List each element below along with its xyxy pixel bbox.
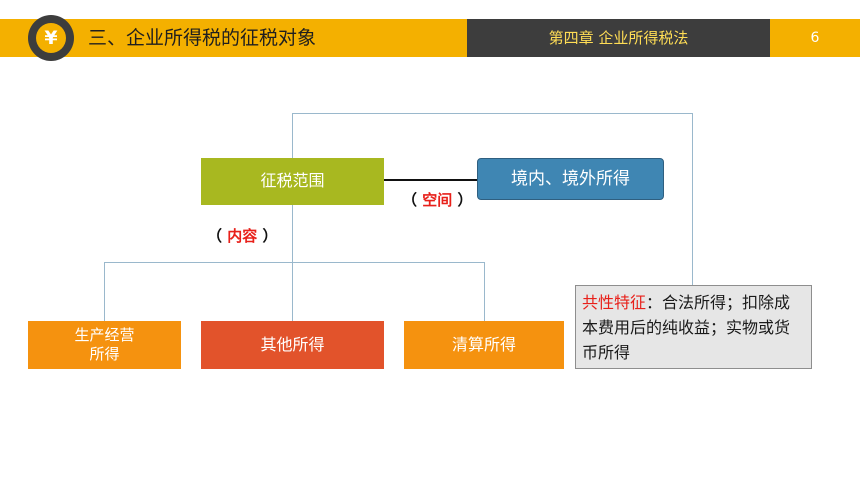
page-number: 6 <box>810 30 820 46</box>
connector-scope-down <box>292 205 293 321</box>
common-features-note: 共性特征：合法所得；扣除成本费用后的纯收益；实物或货币所得 <box>575 285 812 369</box>
connector-scope-up <box>292 113 293 158</box>
content-label-text: 内容 <box>227 227 258 245</box>
space-label: （ 空间 ） <box>402 189 472 210</box>
space-label-open: （ <box>402 191 423 209</box>
content-label: （ 内容 ） <box>207 225 277 246</box>
note-highlight: 共性特征 <box>582 293 647 312</box>
header-bar-page <box>770 19 860 57</box>
space-label-text: 空间 <box>422 191 453 209</box>
content-label-close: ） <box>257 227 278 245</box>
yuan-logo-icon: ¥ <box>28 15 74 61</box>
connector-liquidation-down <box>484 262 485 321</box>
connector-production-down <box>104 262 105 321</box>
note-text: ：合法所得；扣除成本费用后的纯收益；实物或货币所得 <box>582 293 791 362</box>
yuan-symbol: ¥ <box>36 23 66 53</box>
domestic-foreign-income-box: 境内、境外所得 <box>477 158 664 200</box>
production-income-line1: 生产经营 <box>74 325 135 344</box>
space-label-close: ） <box>452 191 473 209</box>
connector-scope-territory <box>384 179 477 181</box>
header-bar-chapter <box>467 19 770 57</box>
slide-title: 三、企业所得税的征税对象 <box>88 27 317 49</box>
connector-categories-horizontal <box>104 262 485 263</box>
content-label-open: （ <box>207 227 228 245</box>
connector-top-horizontal <box>292 113 693 114</box>
tax-scope-box: 征税范围 <box>201 158 384 205</box>
other-income-box: 其他所得 <box>201 321 384 369</box>
liquidation-income-box: 清算所得 <box>404 321 564 369</box>
production-income-line2: 所得 <box>89 345 120 363</box>
connector-note-down <box>692 113 693 285</box>
header-bar-left <box>0 19 467 57</box>
chapter-title: 第四章 企业所得税法 <box>548 29 689 47</box>
production-income-box: 生产经营 所得 <box>28 321 181 369</box>
